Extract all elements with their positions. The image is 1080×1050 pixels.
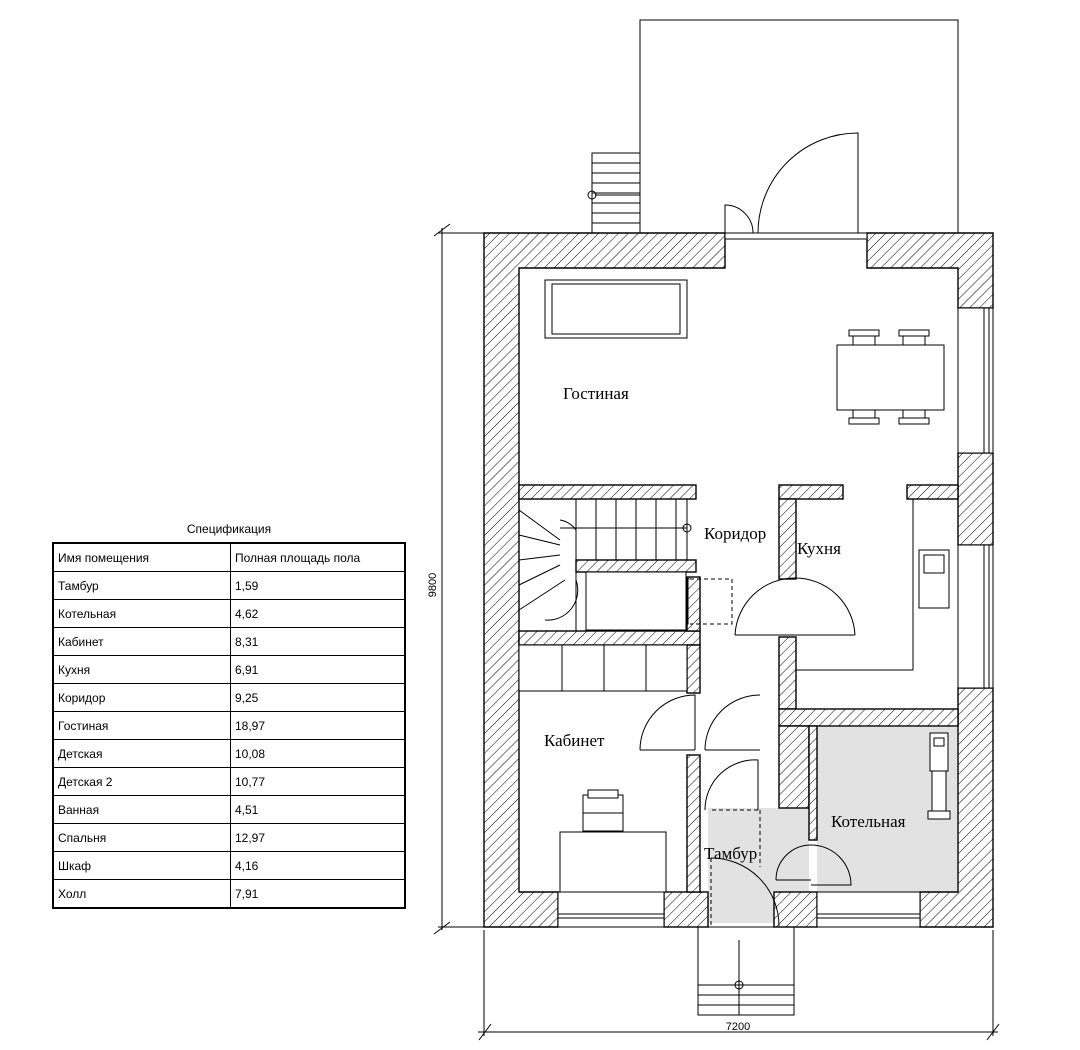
room-name-cell: Детская 2 (52, 767, 231, 796)
room-name-cell: Коридор (52, 683, 231, 712)
room-name-cell: Шкаф (52, 851, 231, 880)
room-label-living: Гостиная (563, 384, 629, 403)
room-label-corridor: Коридор (704, 524, 766, 543)
room-name-cell: Тамбур (52, 571, 231, 600)
area-cell: 12,97 (230, 823, 406, 852)
room-name-cell: Детская (52, 739, 231, 768)
area-cell: 6,91 (230, 655, 406, 684)
area-cell: 10,08 (230, 739, 406, 768)
room-name-cell: Гостиная (52, 711, 231, 740)
study-furniture (518, 644, 688, 893)
area-cell: 10,77 (230, 767, 406, 796)
wc-fixtures (585, 571, 687, 631)
room-name-cell: Кухня (52, 655, 231, 684)
entry-stairs-top (587, 152, 641, 234)
room-name-cell: Кабинет (52, 627, 231, 656)
doors (639, 132, 859, 927)
kitchen-counter (796, 499, 950, 671)
area-cell: 1,59 (230, 571, 406, 600)
room-name-cell: Ванная (52, 795, 231, 824)
area-cell: 4,62 (230, 599, 406, 628)
specification-table: Спецификация Имя помещения Полная площад… (52, 520, 406, 909)
area-cell: 18,97 (230, 711, 406, 740)
room-name-cell: Котельная (52, 599, 231, 628)
room-label-vestibule: Тамбур (704, 844, 757, 863)
table-header-row: Имя помещения Полная площадь пола (52, 542, 406, 572)
dimension-width: 7200 (478, 930, 1000, 1041)
boiler-unit (927, 732, 951, 820)
dimension-width-label: 7200 (726, 1021, 750, 1033)
room-label-kitchen: Кухня (797, 539, 841, 558)
room-label-study: Кабинет (544, 731, 605, 750)
dimension-height-label: 9800 (427, 573, 439, 597)
sofa (544, 279, 688, 339)
specification-caption: Спецификация (186, 522, 272, 536)
terrace (639, 19, 959, 233)
area-cell: 8,31 (230, 627, 406, 656)
entry-stairs-bottom (697, 926, 795, 1016)
dining-table (836, 329, 945, 425)
header-floor-area: Полная площадь пола (230, 542, 406, 572)
dimension-height: 9800 (427, 223, 484, 935)
area-cell: 7,91 (230, 879, 406, 909)
room-name-cell: Спальня (52, 823, 231, 852)
area-cell: 9,25 (230, 683, 406, 712)
area-cell: 4,16 (230, 851, 406, 880)
header-room-name: Имя помещения (52, 542, 231, 572)
area-cell: 4,51 (230, 795, 406, 824)
interior-staircase (518, 498, 692, 632)
room-name-cell: Холл (52, 879, 231, 909)
windows (557, 232, 994, 928)
spec-table: Имя помещения Полная площадь пола Тамбур… (52, 542, 406, 909)
room-label-boiler: Котельная (831, 812, 906, 831)
